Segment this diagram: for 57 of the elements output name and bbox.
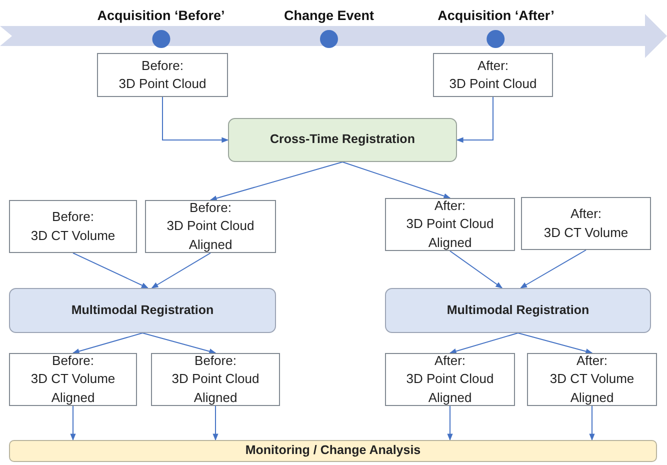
arrow [589, 406, 595, 441]
box-heading: After: [570, 205, 602, 224]
box-text: 3D CT Volume [544, 224, 628, 242]
arrow [520, 250, 586, 288]
box-heading: After: [434, 352, 466, 370]
milestone-label: Acquisition ‘After’ [438, 8, 554, 23]
box-text: 3D CT Volume [30, 226, 116, 244]
data-box [9, 200, 137, 253]
data-box [385, 353, 515, 406]
box-text: 3D Point Cloud Aligned [405, 370, 495, 407]
arrow [518, 332, 593, 354]
process-box [385, 288, 651, 333]
box-text: 3D Point Cloud Aligned [405, 215, 495, 252]
arrow [449, 332, 518, 354]
data-box [527, 353, 657, 406]
process-title: Multimodal Registration [71, 302, 214, 319]
milestone-label: Acquisition ‘Before’ [97, 8, 225, 23]
arrow [210, 162, 343, 201]
process-title: Multimodal Registration [446, 302, 590, 319]
box-heading: Before: [142, 56, 184, 75]
arrow [450, 250, 503, 288]
box-text: 3D CT Volume Aligned [548, 370, 636, 407]
data-box [521, 197, 651, 250]
arrow [70, 406, 76, 441]
box-text: 3D Point Cloud [118, 75, 206, 93]
arrow [447, 406, 453, 441]
arrow [72, 252, 148, 288]
box-heading: After: [576, 352, 608, 370]
box-heading: Before: [190, 199, 232, 218]
arrow [72, 332, 143, 354]
box-text: 3D Point Cloud Aligned [166, 217, 256, 254]
box-text: 3D CT Volume Aligned [30, 370, 116, 407]
box-heading: After: [434, 197, 466, 216]
data-box [9, 353, 137, 406]
data-box [433, 53, 553, 97]
data-box [151, 353, 280, 406]
arrow [342, 162, 451, 199]
milestone-label: Change Event [284, 8, 374, 23]
data-box [385, 198, 515, 251]
arrow [212, 406, 218, 441]
arrow [151, 252, 211, 288]
arrow [142, 332, 216, 354]
data-box [97, 53, 228, 97]
box-heading: After: [477, 56, 509, 75]
arrow [456, 96, 494, 143]
box-text: 3D Point Cloud Aligned [170, 370, 260, 407]
process-box [9, 288, 276, 333]
process-title: Monitoring / Change Analysis [245, 442, 421, 460]
process-title: Cross-Time Registration [270, 131, 415, 148]
data-box [145, 200, 276, 253]
box-text: 3D Point Cloud [449, 75, 537, 93]
output-bar [9, 440, 657, 462]
box-heading: Before: [52, 352, 94, 370]
process-box [228, 118, 457, 162]
box-heading: Before: [52, 208, 94, 226]
box-heading: Before: [194, 352, 236, 370]
arrow [162, 96, 229, 143]
